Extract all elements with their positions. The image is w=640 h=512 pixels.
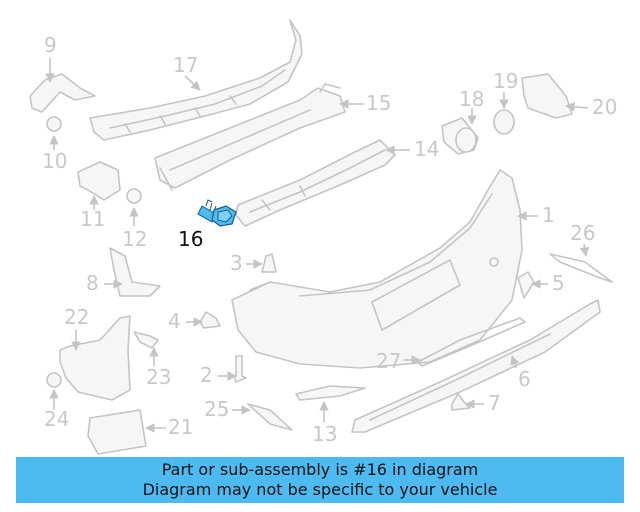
- part-8-bracket: [109, 247, 161, 297]
- callout-6: 6: [518, 367, 531, 391]
- callout-9: 9: [44, 33, 57, 57]
- callout-10: 10: [42, 149, 67, 173]
- part-24-nut: [46, 372, 62, 388]
- callout-3: 3: [230, 251, 243, 275]
- callout-1: 1: [542, 203, 555, 227]
- callout-5: 5: [552, 271, 565, 295]
- part-16-bolt-highlighted: [197, 199, 237, 227]
- part-13-reflector: [295, 385, 366, 401]
- callout-2: 2: [200, 363, 213, 387]
- part-12-nut: [126, 188, 142, 204]
- part-1-bumper-cover: [231, 169, 523, 369]
- part-27-trim: [417, 317, 526, 367]
- part-10-clip: [46, 116, 62, 132]
- part-21-bracket: [87, 409, 147, 455]
- part-2-bolt: [233, 355, 247, 383]
- callout-4: 4: [168, 309, 181, 333]
- callout-24: 24: [44, 407, 69, 431]
- callout-18: 18: [459, 87, 484, 111]
- part-9-bracket: [29, 73, 96, 113]
- callout-26: 26: [570, 221, 595, 245]
- part-20-bracket: [521, 73, 573, 119]
- part-26-strip: [549, 253, 613, 283]
- callout-19: 19: [493, 69, 518, 93]
- part-23-bolt: [133, 331, 159, 349]
- part-4-retainer: [199, 311, 221, 329]
- callout-13: 13: [312, 422, 337, 446]
- callout-23: 23: [146, 365, 171, 389]
- callout-15: 15: [366, 91, 391, 115]
- callout-27: 27: [376, 349, 401, 373]
- part-5-bracket: [517, 271, 535, 299]
- callout-21: 21: [168, 415, 193, 439]
- part-22-bracket: [59, 315, 131, 401]
- banner-line-part-number: Part or sub-assembly is #16 in diagram: [161, 460, 479, 479]
- callout-8: 8: [86, 271, 99, 295]
- part-6-diffuser: [351, 299, 601, 433]
- part-3-clip: [261, 253, 277, 273]
- callout-12: 12: [122, 227, 147, 251]
- part-17-absorber: [89, 19, 303, 141]
- part-18-sensor: [441, 117, 479, 155]
- callout-11: 11: [80, 207, 105, 231]
- part-14-beam: [235, 139, 396, 227]
- callout-14: 14: [414, 137, 439, 161]
- callout-25: 25: [204, 397, 229, 421]
- callout-numbers: 1 2 3 4 5 6 7 8 9 10 11 12 13 14 15 16 1…: [42, 33, 617, 446]
- part-25-reflector: [247, 403, 293, 431]
- part-7-clip: [451, 393, 471, 411]
- callout-20: 20: [592, 95, 617, 119]
- leader-lines: [45, 58, 590, 433]
- callout-22: 22: [64, 305, 89, 329]
- callout-7: 7: [488, 391, 501, 415]
- callout-16-highlighted: 16: [178, 227, 203, 251]
- part-11-bracket: [77, 161, 121, 201]
- part-19-ring: [493, 109, 515, 135]
- part-15-reinforcement: [154, 83, 346, 191]
- banner-line-disclaimer: Diagram may not be specific to your vehi…: [142, 480, 498, 499]
- callout-17: 17: [173, 53, 198, 77]
- info-banner: Part or sub-assembly is #16 in diagram D…: [16, 457, 624, 503]
